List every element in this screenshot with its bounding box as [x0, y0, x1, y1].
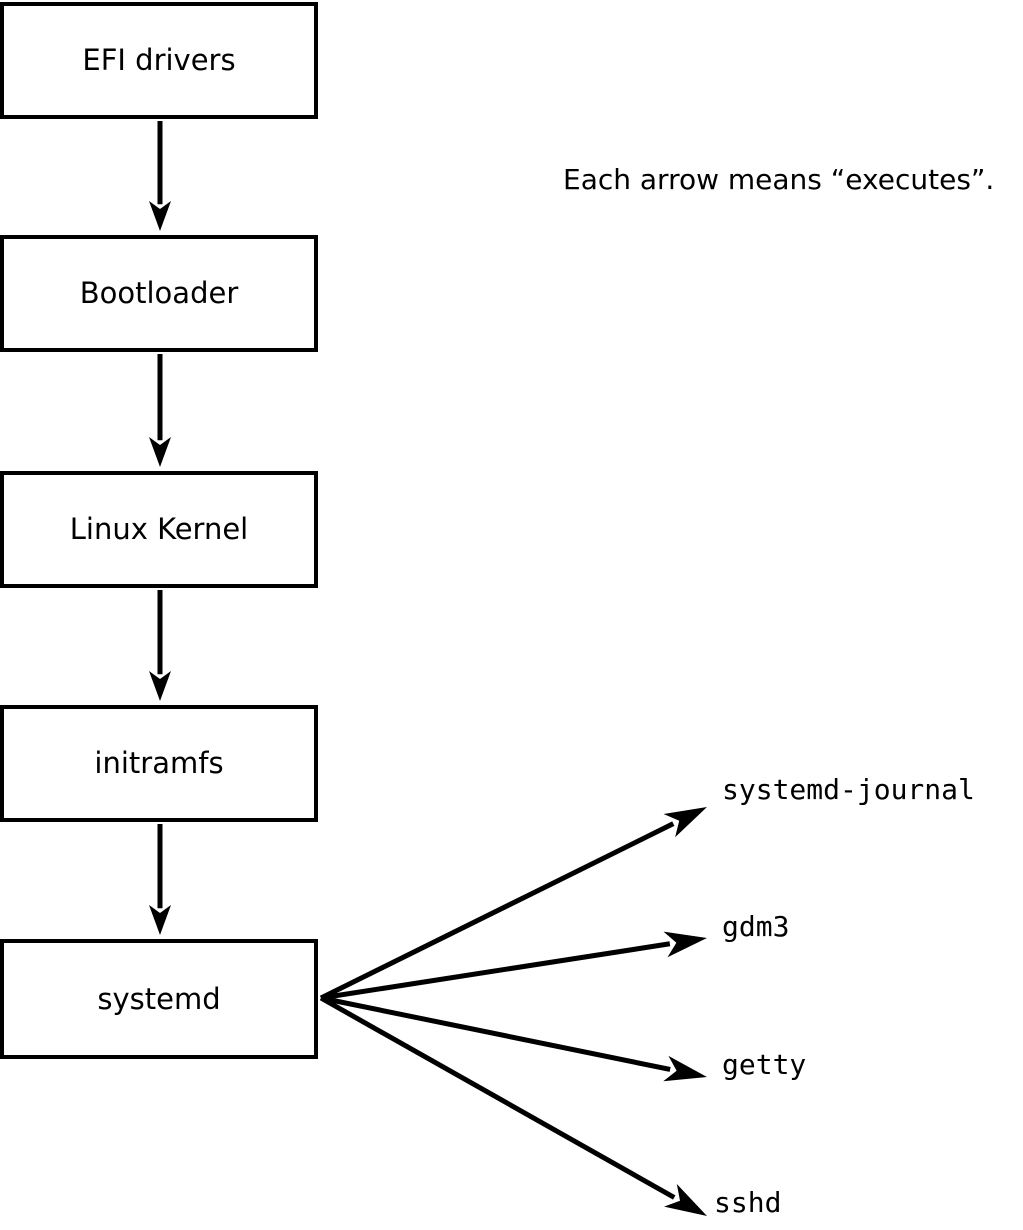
leaf-label-sshd: sshd — [714, 1186, 782, 1219]
arrow-kernel-to-initramfs — [149, 590, 171, 701]
flow-box-linux-kernel: Linux Kernel — [0, 471, 318, 588]
arrow-bootloader-to-kernel-head — [149, 437, 171, 467]
flow-box-efi-drivers: EFI drivers — [0, 2, 318, 119]
legend-note: Each arrow means “executes”. — [563, 163, 995, 196]
arrow-systemd-to-getty — [320, 995, 707, 1082]
flow-box-initramfs: initramfs — [0, 705, 318, 822]
flow-box-label-systemd: systemd — [97, 981, 221, 1016]
arrow-kernel-to-initramfs-head — [149, 671, 171, 701]
arrow-systemd-to-sshd-head — [664, 1184, 707, 1216]
arrow-systemd-to-systemd-journal-shaft — [319, 821, 675, 1001]
arrow-systemd-to-systemd-journal — [319, 807, 707, 1001]
flow-box-label-linux-kernel: Linux Kernel — [69, 512, 249, 546]
arrow-systemd-to-sshd — [319, 995, 707, 1216]
arrow-systemd-to-getty-shaft — [320, 995, 671, 1072]
arrow-efi-to-bootloader-head — [149, 201, 171, 231]
arrow-initramfs-to-systemd — [149, 824, 171, 935]
arrow-systemd-to-gdm3 — [320, 931, 707, 1001]
flow-box-label-efi-drivers: EFI drivers — [82, 43, 236, 77]
arrow-systemd-to-getty-head — [663, 1055, 707, 1082]
arrow-systemd-to-sshd-shaft — [319, 995, 676, 1200]
flow-box-systemd: systemd — [0, 939, 318, 1059]
flow-box-bootloader: Bootloader — [0, 235, 318, 352]
leaf-label-gdm3: gdm3 — [722, 910, 790, 943]
arrow-efi-to-bootloader — [149, 121, 171, 231]
arrow-bootloader-to-kernel — [149, 354, 171, 467]
flow-box-label-bootloader: Bootloader — [79, 276, 239, 310]
leaf-label-systemd-journal: systemd-journal — [722, 773, 975, 806]
arrow-systemd-to-gdm3-shaft — [320, 941, 671, 1001]
arrow-systemd-to-systemd-journal-head — [663, 807, 707, 838]
flow-box-label-initramfs: initramfs — [94, 746, 224, 780]
arrow-initramfs-to-systemd-head — [149, 905, 171, 935]
leaf-label-getty: getty — [722, 1048, 807, 1081]
arrow-systemd-to-gdm3-head — [663, 931, 707, 958]
